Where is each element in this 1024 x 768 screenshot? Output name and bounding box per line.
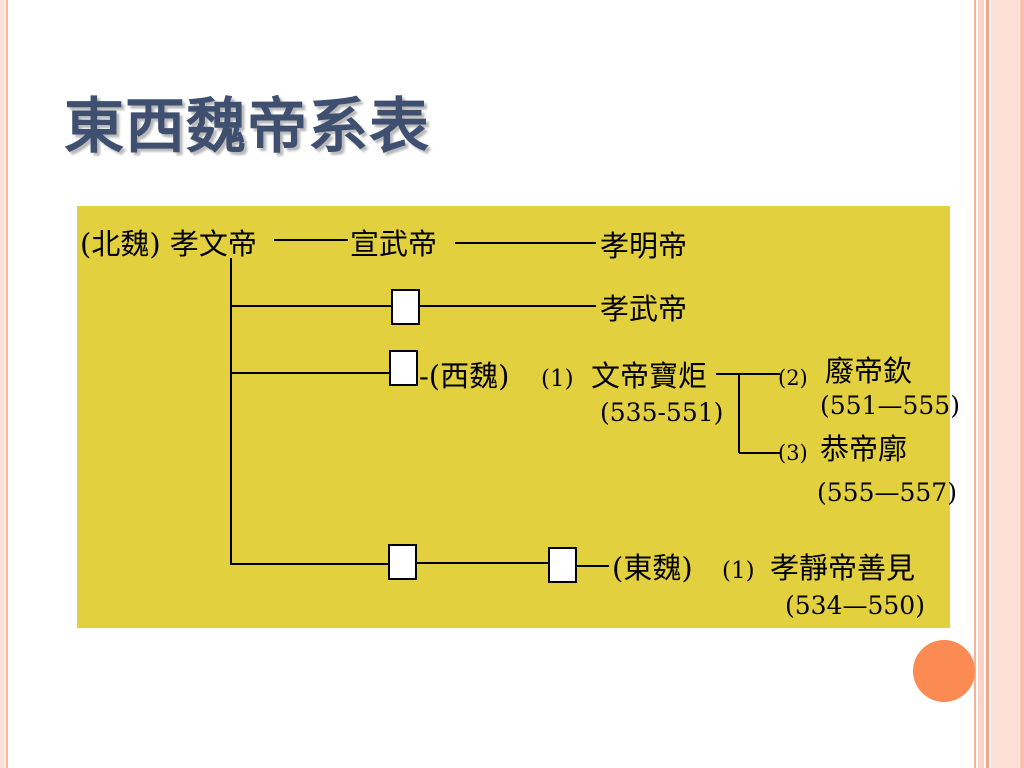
left-border-decoration <box>0 0 10 768</box>
label-feidi-years: (551—555) <box>820 391 960 420</box>
label-wendi: 文帝寶炬 <box>591 359 707 393</box>
right-border-stripe <box>978 0 984 768</box>
label-gongdi-number: (3) <box>778 441 808 465</box>
label-gongdi-years: (555—557) <box>817 478 957 507</box>
right-border-stripe <box>991 0 1019 768</box>
label-wendi-years: (535-551) <box>600 398 723 427</box>
label-xiaowu: 孝武帝 <box>600 292 687 326</box>
label-western-wei-number: (1) <box>541 366 574 392</box>
unknown-person-box <box>389 350 418 386</box>
diagram-labels: (北魏) 孝文帝 宣武帝 孝明帝 孝武帝 -(西魏) (1) 文帝寶炬 (535… <box>80 227 960 620</box>
right-border-stripe <box>1020 0 1024 768</box>
right-border-stripe <box>986 0 989 768</box>
unknown-person-box <box>391 289 420 325</box>
left-border-stripe <box>0 0 5 768</box>
label-xiaojing: 孝靜帝善見 <box>770 551 915 585</box>
unknown-person-box <box>548 547 577 583</box>
label-feidi-number: (2) <box>778 366 808 390</box>
diagram-background <box>77 206 950 628</box>
label-xiaowen: (北魏) 孝文帝 <box>80 227 257 261</box>
right-border-stripe <box>974 0 976 768</box>
decorative-orange-circle <box>913 640 975 702</box>
unknown-person-box <box>388 544 417 580</box>
label-eastern-wei-number: (1) <box>722 558 755 584</box>
label-feidi: 廢帝欽 <box>825 354 912 388</box>
label-xiaojing-years: (534—550) <box>785 591 925 620</box>
slide-title: 東西魏帝系表 <box>64 92 430 162</box>
right-border-decoration <box>974 0 1024 768</box>
label-gongdi: 恭帝廓 <box>820 432 907 466</box>
label-xuanwu: 宣武帝 <box>350 227 437 261</box>
label-xiaoming: 孝明帝 <box>600 229 687 263</box>
label-western-wei: -(西魏) <box>419 359 509 393</box>
diagram-connectors <box>230 239 780 567</box>
label-eastern-wei: (東魏) <box>612 551 693 585</box>
left-border-stripe <box>6 0 8 768</box>
unknown-name-boxes <box>388 289 577 583</box>
